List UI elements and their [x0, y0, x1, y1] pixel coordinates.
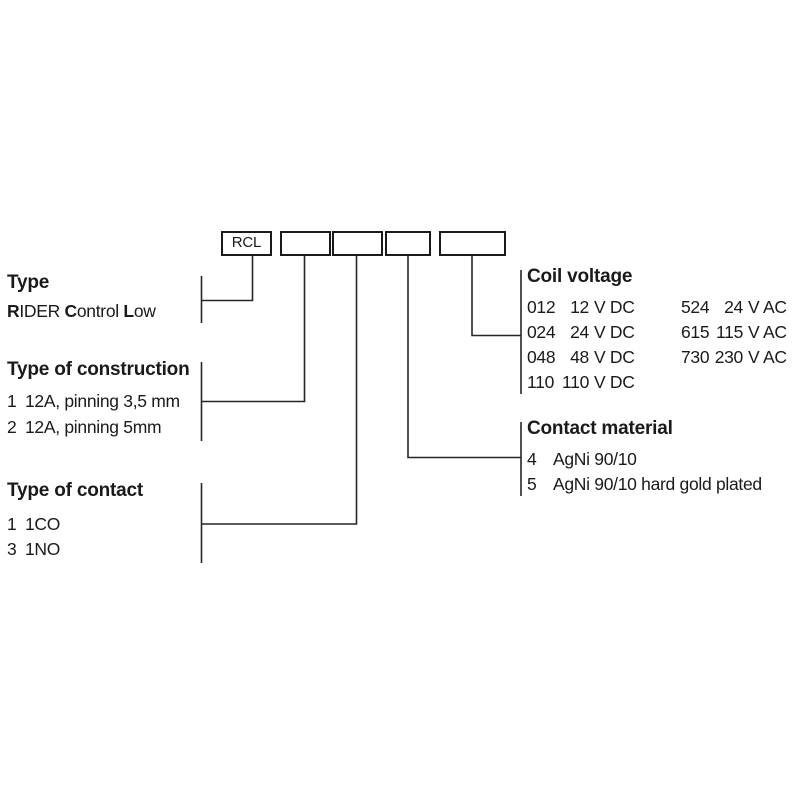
- coil-voltage-option-row: 048 48 V DC: [527, 347, 635, 367]
- type-value-segment: C: [64, 301, 78, 321]
- construction-option-row: 2 12A, pinning 5mm: [7, 417, 162, 437]
- coil-voltage-unit: V AC: [748, 322, 787, 342]
- code-box-type: RCL: [221, 231, 272, 256]
- coil-voltage-unit: V DC: [594, 372, 635, 392]
- type-value-segment: ow: [133, 301, 156, 321]
- type-value-segment: R: [7, 301, 20, 321]
- contact-type-option-row: 1 1CO: [7, 514, 60, 534]
- code-box-coil-voltage: [439, 231, 506, 256]
- construction-option-label: 12A, pinning 3,5 mm: [25, 391, 180, 411]
- coil-voltage-code: 048: [527, 347, 556, 367]
- coil-voltage-option-row: 110 110 V DC: [527, 372, 635, 392]
- coil-voltage-value: 48: [570, 347, 589, 367]
- coil-voltage-unit: V AC: [748, 347, 787, 367]
- contact-material-option-row: 5 AgNi 90/10 hard gold plated: [527, 474, 762, 494]
- coil-voltage-value: 115: [716, 322, 743, 342]
- coil-voltage-code: 012: [527, 297, 556, 317]
- coil-voltage-unit: V DC: [594, 347, 635, 367]
- coil-voltage-option-row: 012 12 V DC: [527, 297, 635, 317]
- contact-material-option-row: 4 AgNi 90/10: [527, 449, 637, 469]
- code-box-contact-material: [385, 231, 431, 256]
- contact-material-code: 4: [527, 449, 537, 469]
- connector-coil-voltage: [471, 256, 522, 394]
- code-box-contact-type: [332, 231, 383, 256]
- coil-voltage-code: 524: [681, 297, 710, 317]
- type-value-segment: ontrol: [76, 301, 124, 321]
- coil-voltage-section-heading: Coil voltage: [527, 266, 633, 287]
- construction-option-row: 1 12A, pinning 3,5 mm: [7, 391, 180, 411]
- type-section-value: RIDER Control Low: [7, 301, 156, 321]
- coil-voltage-option-row: 730 230 V AC: [681, 347, 787, 367]
- coil-voltage-option-row: 524 24 V AC: [681, 297, 787, 317]
- connector-type: [200, 256, 254, 323]
- coil-voltage-unit: V AC: [748, 297, 787, 317]
- connector-contact-type: [200, 256, 358, 563]
- coil-voltage-value: 24: [570, 322, 589, 342]
- construction-option-label: 12A, pinning 5mm: [25, 417, 162, 437]
- code-box-construction: [280, 231, 331, 256]
- coil-voltage-option-row: 615 115 V AC: [681, 322, 787, 342]
- contact-type-option-code: 1: [7, 514, 17, 534]
- coil-voltage-code: 615: [681, 322, 710, 342]
- contact-material-label: AgNi 90/10 hard gold plated: [553, 474, 762, 494]
- contact-material-code: 5: [527, 474, 537, 494]
- coil-voltage-value: 230: [714, 347, 744, 367]
- construction-section-heading: Type of construction: [7, 359, 190, 380]
- coil-voltage-code: 730: [681, 347, 710, 367]
- contact-type-option-row: 3 1NO: [7, 539, 60, 559]
- coil-voltage-value: 24: [724, 297, 743, 317]
- contact-type-section-heading: Type of contact: [7, 480, 143, 501]
- coil-voltage-code: 024: [527, 322, 556, 342]
- connector-contact-material: [407, 256, 522, 496]
- contact-material-section-heading: Contact material: [527, 418, 673, 439]
- construction-option-code: 2: [7, 417, 17, 437]
- contact-material-label: AgNi 90/10: [553, 449, 637, 469]
- type-value-segment: IDER: [19, 301, 65, 321]
- contact-type-option-label: 1NO: [25, 539, 61, 559]
- connector-construction: [200, 256, 306, 441]
- coil-voltage-code: 110: [527, 372, 554, 392]
- contact-type-option-label: 1CO: [25, 514, 61, 534]
- coil-voltage-value: 110: [562, 372, 589, 392]
- coil-voltage-value: 12: [570, 297, 589, 317]
- coil-voltage-unit: V DC: [594, 322, 635, 342]
- coil-voltage-option-row: 024 24 V DC: [527, 322, 635, 342]
- coil-voltage-unit: V DC: [594, 297, 635, 317]
- construction-option-code: 1: [7, 391, 17, 411]
- contact-type-option-code: 3: [7, 539, 17, 559]
- type-section-heading: Type: [7, 272, 50, 293]
- type-value-segment: L: [123, 301, 134, 321]
